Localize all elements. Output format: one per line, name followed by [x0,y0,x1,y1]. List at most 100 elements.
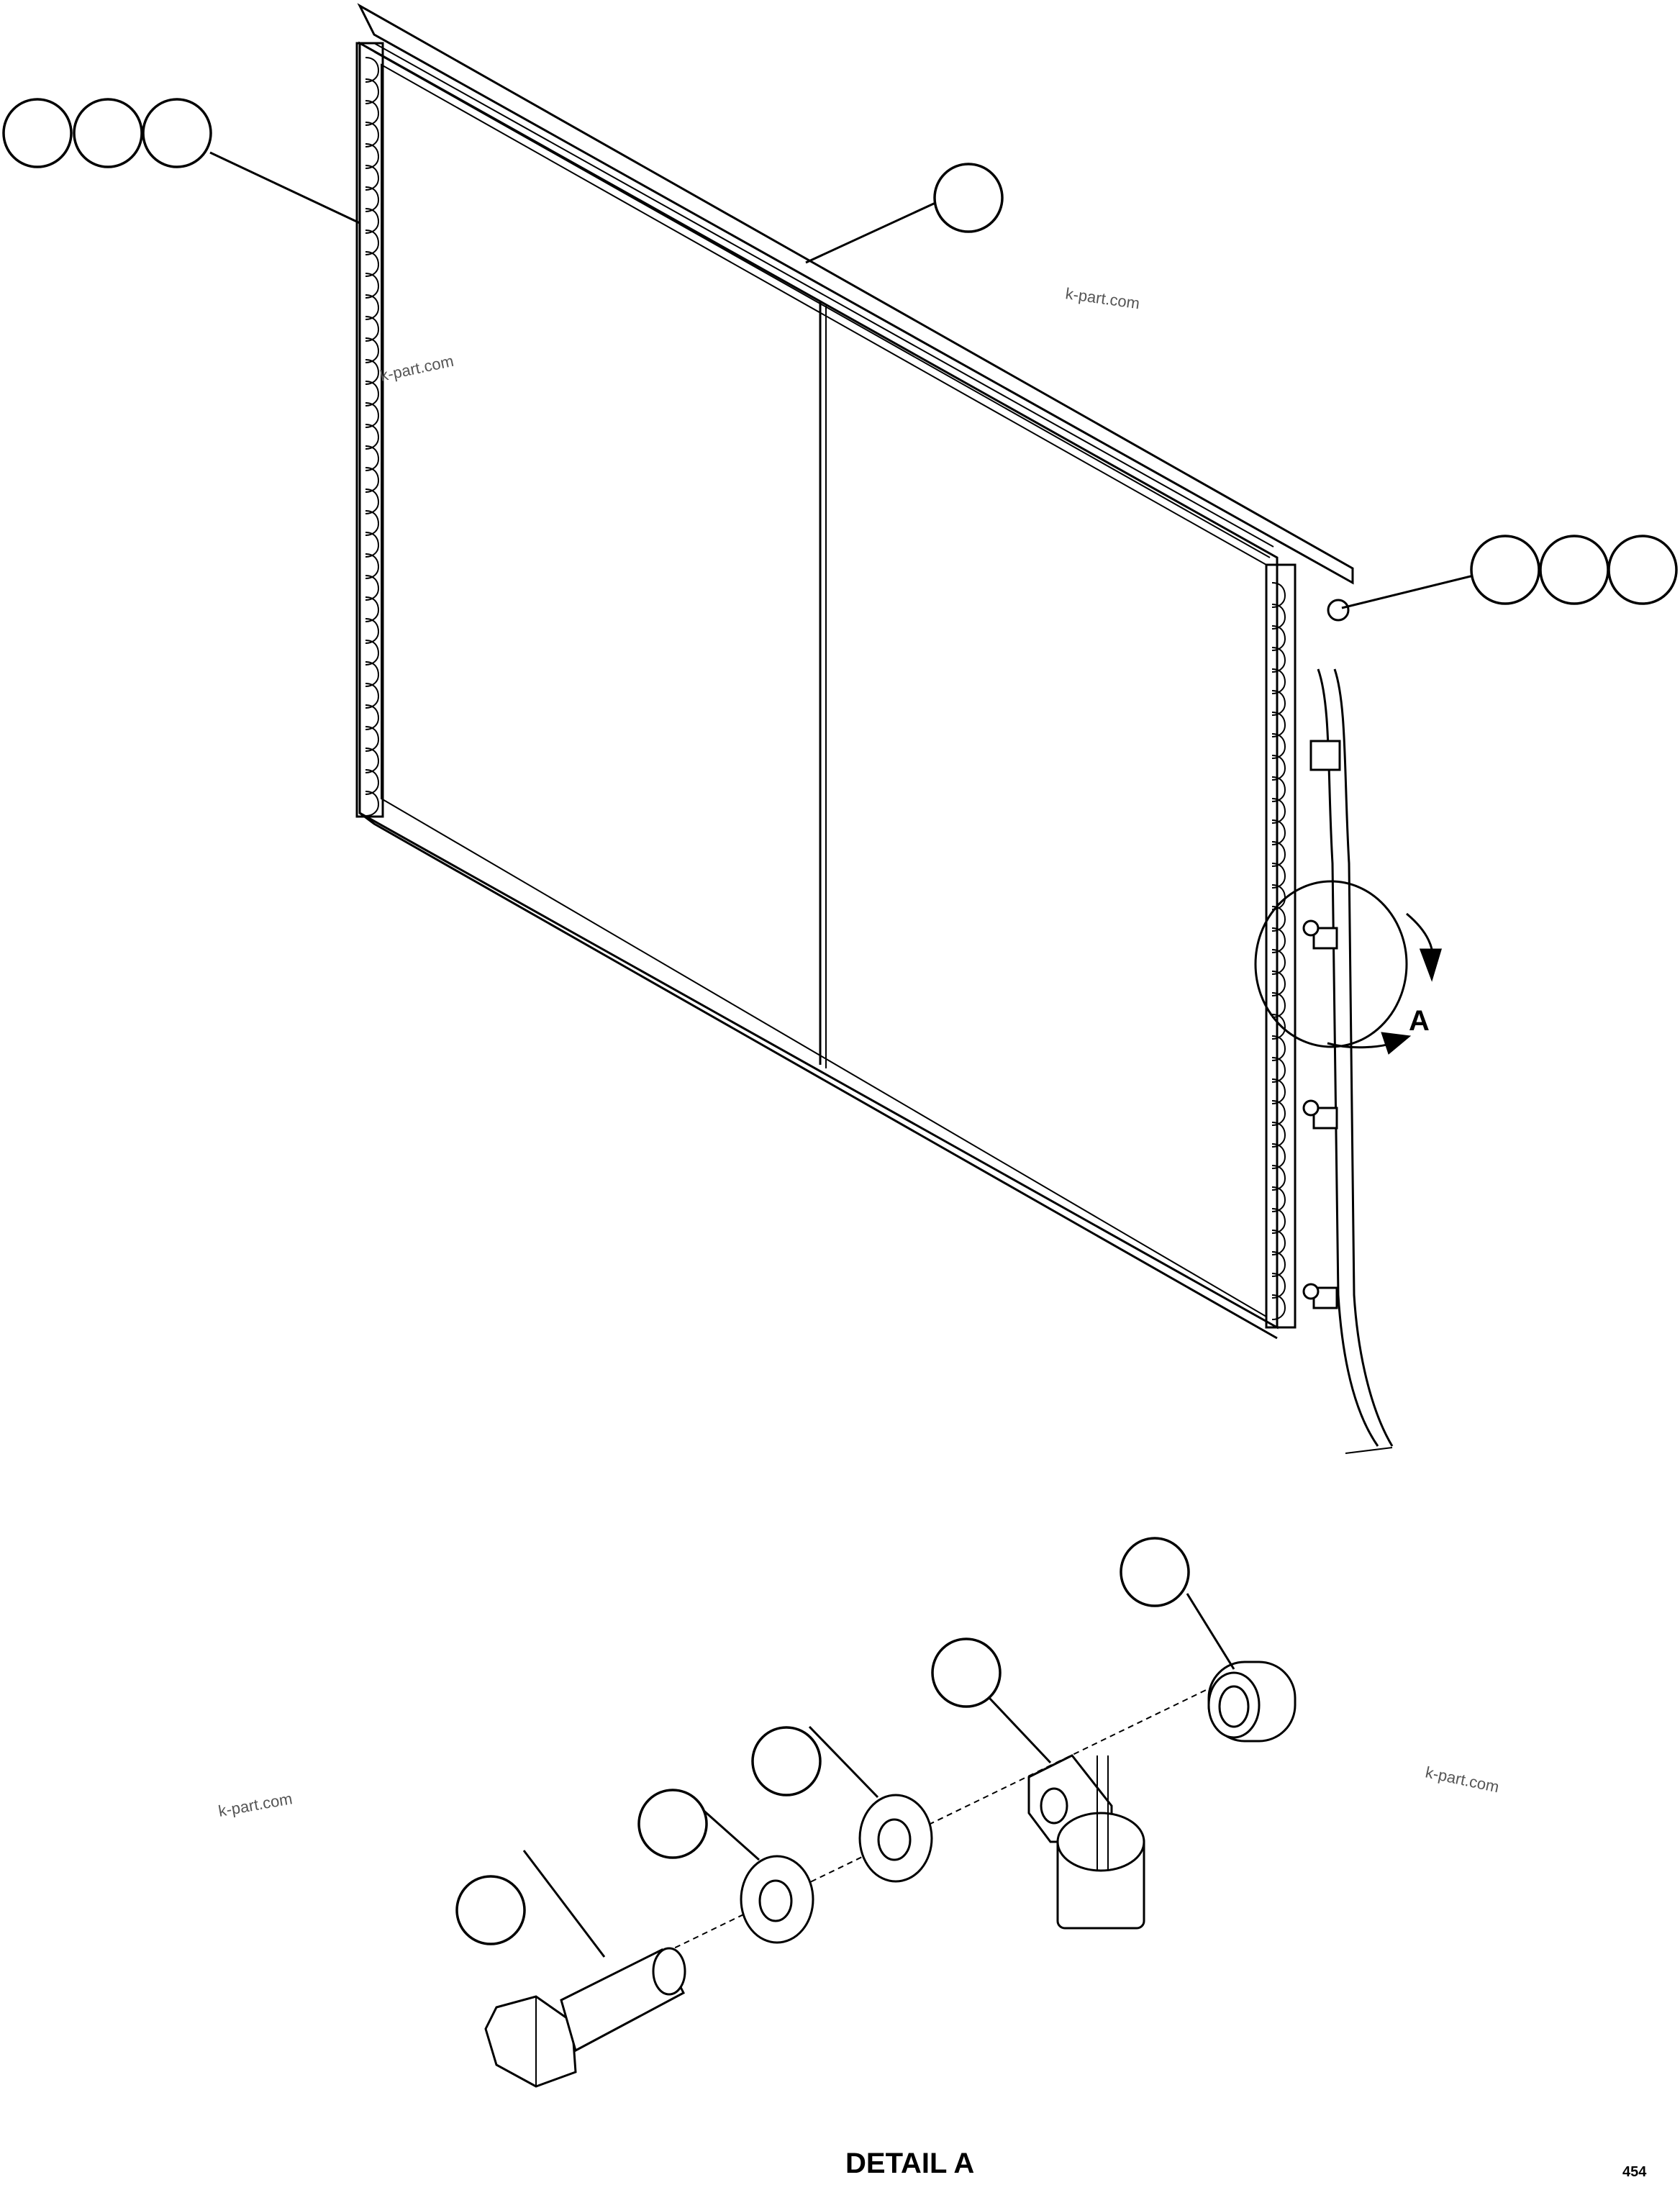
tube-bend [365,122,380,147]
tube-bend [1271,647,1286,673]
tube-bend [1271,1057,1286,1083]
tube-bend [365,424,380,450]
tube-bend [1271,1035,1286,1061]
detail-a-exploded-view: DETAIL A [455,1537,1297,2179]
tube-bend [365,769,380,795]
right-header [1265,563,1297,1329]
tube-bend [365,57,380,83]
tube-bend [365,553,380,579]
tube-bend [1271,927,1286,953]
tube-bend [365,165,380,191]
mount-bolt-head [1327,599,1350,622]
spacer-sleeve [1207,1661,1297,1743]
detail-a-circle [1254,880,1408,1048]
left-tube-bends [365,57,380,817]
p-clamp [1027,1754,1145,1930]
tube-bend [365,230,380,255]
tube-bend [365,640,380,666]
tube-bend [1271,776,1286,802]
tube-bend [1271,604,1286,630]
watermark: k-part.com [1064,284,1140,312]
watermark: k-part.com [1424,1763,1501,1796]
tube-bend [365,208,380,234]
tube-bend [365,704,380,730]
watermark: k-part.com [378,352,455,385]
tube-bend [1271,625,1286,651]
tube-bend [1271,712,1286,737]
tube-bend [365,510,380,536]
washer [740,1855,814,1944]
tube-bend [365,381,380,406]
tube-bend [365,575,380,601]
tube-bend [365,359,380,385]
tube-bend [1271,1273,1286,1299]
top-rail [357,3,1354,585]
panel-frame [358,41,1279,1330]
tube-bend [1271,690,1286,716]
callout-bubble [2,98,73,168]
tube-bend [1271,582,1286,608]
tube-bend [1271,1078,1286,1104]
washer [858,1794,933,1883]
tube-bend [365,445,380,471]
mount-bolt-head [1302,1283,1320,1300]
mount-bolt-head [1302,1099,1320,1117]
tube-bend [365,683,380,709]
tube-bend [365,791,380,817]
right-tube-bends [1271,582,1286,1320]
view-label-a: A [1409,1005,1430,1037]
tube-bend [365,661,380,687]
tube-bend [1271,798,1286,824]
tube-bend [365,337,380,363]
tube-bend [1271,1294,1286,1320]
tube-bend [365,143,380,169]
tube-bend [1271,863,1286,889]
callout-bubble [455,1875,526,1945]
tube-bend [365,251,380,277]
callout-bubble [931,1637,1002,1708]
tube-bend [1271,1100,1286,1126]
callout-bubble [1120,1537,1190,1607]
tube-bend [1271,841,1286,867]
tube-bend [1271,755,1286,781]
tube-bend [1271,1208,1286,1234]
core-face [381,63,1267,1318]
tube-bend [365,532,380,558]
callout-bubble [1470,535,1540,605]
callout-bubble [1607,535,1678,605]
line-fitting [1309,740,1341,771]
refrigerant-line [1317,668,1379,1447]
tube-bend [1271,733,1286,759]
tube-bend [1271,1122,1286,1148]
callout-bubble [73,98,143,168]
callout-bubble [1539,535,1609,605]
tube-bend [365,100,380,126]
figure-number: 454 [1622,2164,1647,2180]
tube-bend [365,186,380,212]
tube-bend [365,748,380,773]
tube-bend [1271,1251,1286,1277]
callout-bubble [751,1726,822,1796]
bolt [484,1947,686,2088]
callout-bubble [142,98,212,168]
tube-bend [365,726,380,752]
tube-bend [365,467,380,493]
tube-bend [365,402,380,428]
tube-bend [1271,1143,1286,1169]
tube-bend [1271,1186,1286,1212]
callout-top-center [805,163,1004,264]
watermark: k-part.com [217,1789,294,1820]
tube-bend [365,618,380,644]
tube-bend [1271,1230,1286,1255]
tube-bend [1271,668,1286,694]
tube-bend [365,596,380,622]
detail-title: DETAIL A [845,2148,974,2179]
callout-group-top-left [2,98,360,224]
left-header [355,42,384,818]
callout-bubble [637,1789,708,1859]
callout-group-right [1341,535,1678,609]
tube-bend [1271,992,1286,1018]
tube-bend [1271,971,1286,996]
tube-bend [1271,949,1286,975]
tube-bend [1271,1165,1286,1191]
